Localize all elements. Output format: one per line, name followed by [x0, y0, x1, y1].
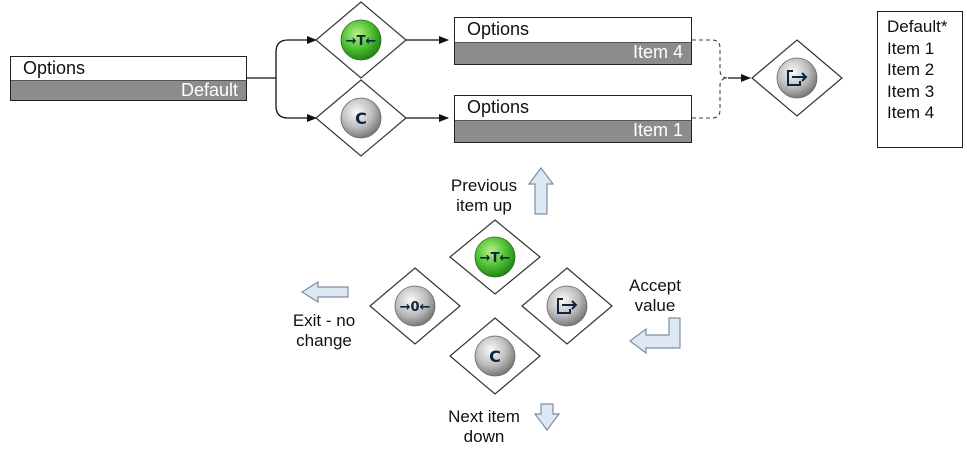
tare-key-icon: →T← — [346, 34, 377, 49]
connector-to-clear — [275, 78, 317, 122]
bottom-options-value-bar: Item 1 — [455, 120, 691, 142]
up-arrow-icon — [527, 167, 555, 215]
enter-key-legend — [521, 267, 613, 345]
connector-to-tare — [247, 36, 317, 79]
down-arrow-icon — [533, 403, 561, 431]
left-options-value-bar: Default — [11, 80, 246, 100]
bottom-options-box: Options Item 1 — [454, 95, 692, 143]
enter-key-top — [751, 39, 843, 117]
accept-value-label: Accept value — [629, 276, 681, 315]
left-arrow-icon — [300, 280, 349, 304]
top-options-value-bar: Item 4 — [455, 42, 691, 64]
connector-lines — [247, 36, 449, 122]
tare-key-top: →T← — [315, 1, 407, 79]
options-list: Default* Item 1 Item 2 Item 3 Item 4 — [877, 11, 963, 148]
left-options-box: Options Default — [10, 56, 247, 101]
top-options-title: Options — [467, 19, 530, 39]
enter-key-icon — [787, 70, 808, 86]
list-item: Default* — [887, 17, 948, 36]
enter-key-icon — [557, 298, 578, 314]
tare-key-icon: →T← — [480, 251, 511, 266]
previous-item-label: Previous item up — [450, 176, 518, 215]
list-item: Item 1 — [887, 38, 935, 58]
bottom-options-title: Options — [467, 97, 530, 117]
left-options-title: Options — [23, 58, 86, 78]
zero-key-icon: →0← — [400, 300, 431, 315]
zero-key-legend: →0← — [369, 267, 461, 345]
left-options-value: Default — [180, 80, 238, 100]
list-item: Item 2 — [887, 60, 935, 79]
return-arrow-icon — [629, 317, 681, 355]
top-options-box: Options Item 4 — [454, 17, 692, 65]
list-item: Item 3 — [887, 81, 935, 101]
clear-key-legend: C — [449, 317, 541, 395]
top-options-value: Item 4 — [632, 42, 683, 62]
bottom-options-value: Item 1 — [632, 120, 683, 140]
exit-no-change-label: Exit - no change — [292, 311, 356, 350]
list-item: Item 4 — [887, 103, 935, 122]
clear-key-top: C — [315, 79, 407, 157]
clear-key-icon: C — [355, 109, 367, 128]
dashed-connector — [692, 39, 729, 119]
tare-key-legend: →T← — [449, 219, 541, 295]
clear-key-icon: C — [489, 347, 501, 366]
next-item-label: Next item down — [448, 407, 520, 446]
